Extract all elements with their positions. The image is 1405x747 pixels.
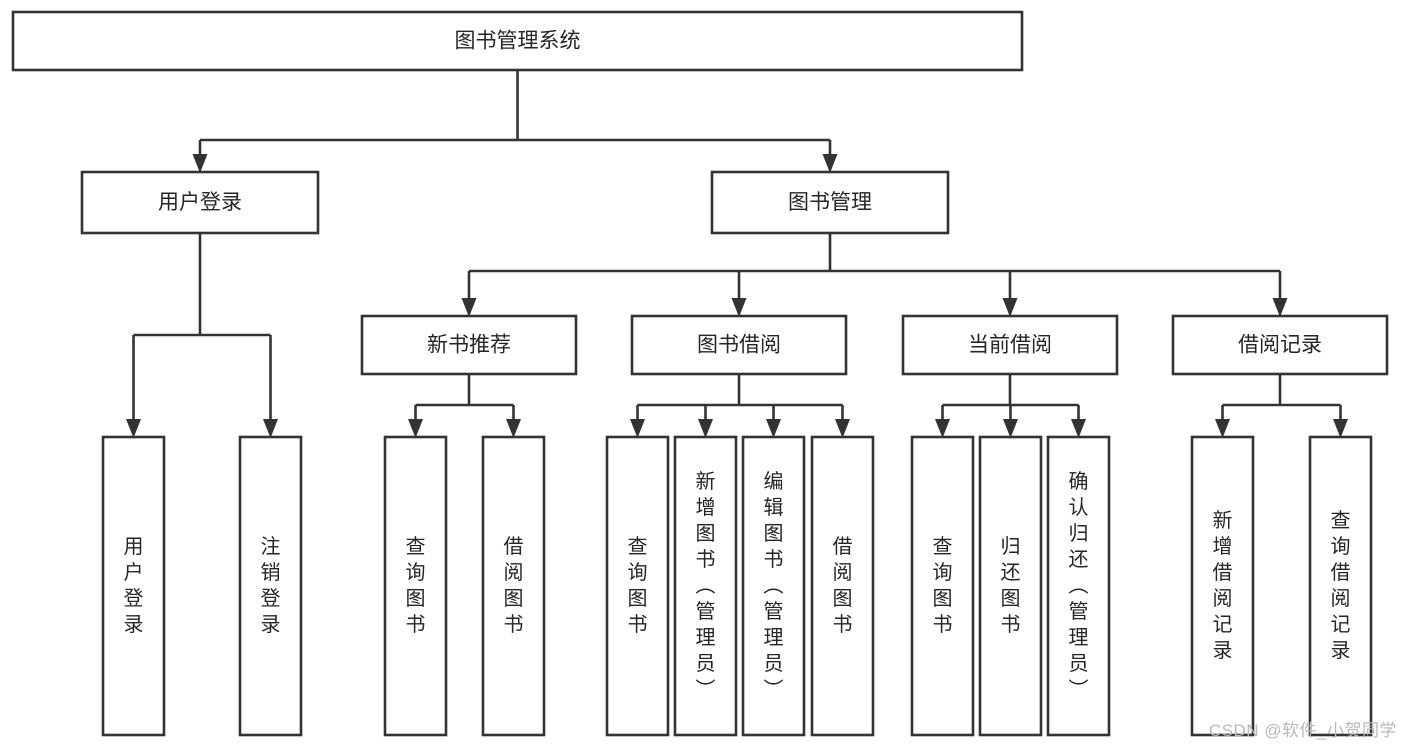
node-box-leaf-user-login[interactable]: [101, 435, 166, 737]
node-root[interactable]: 图书管理系统: [11, 10, 1024, 72]
node-current-borrow[interactable]: 当前借阅: [901, 314, 1119, 376]
node-leaf-add-record[interactable]: 新增借阅记录: [1190, 435, 1255, 737]
node-label-root: 图书管理系统: [455, 30, 581, 53]
edge-group-new-book-rec: [408, 374, 521, 438]
node-box-leaf-user-logout[interactable]: [238, 435, 303, 737]
edge-group-root: [192, 70, 838, 173]
node-label-new-book-rec: 新书推荐: [427, 334, 511, 357]
node-book-manage[interactable]: 图书管理: [710, 170, 950, 235]
node-label-leaf-query-book-1: 查询图书: [406, 535, 426, 636]
node-label-leaf-confirm-return: 确认归还︵管理员︶: [1069, 470, 1089, 701]
edge-group-book-manage: [461, 233, 1288, 317]
node-label-leaf-add-record: 新增借阅记录: [1213, 509, 1233, 662]
node-box-leaf-query-record[interactable]: [1308, 435, 1373, 737]
node-box-leaf-edit-book[interactable]: [741, 435, 806, 737]
node-label-leaf-borrow-book-1: 借阅图书: [504, 535, 524, 636]
node-leaf-return-book[interactable]: 归还图书: [978, 435, 1043, 737]
node-new-book-rec[interactable]: 新书推荐: [360, 314, 578, 376]
edge-group-book-borrow: [630, 374, 850, 438]
csdn-watermark: CSDN @软件_小贺同学: [1208, 721, 1397, 740]
node-box-leaf-query-book-2[interactable]: [605, 435, 670, 737]
node-label-leaf-query-record: 查询借阅记录: [1331, 509, 1351, 662]
node-leaf-query-record[interactable]: 查询借阅记录: [1308, 435, 1373, 737]
node-box-user-login[interactable]: [80, 170, 320, 235]
node-leaf-query-book-3[interactable]: 查询图书: [910, 435, 975, 737]
node-label-current-borrow: 当前借阅: [968, 334, 1052, 357]
node-box-current-borrow[interactable]: [901, 314, 1119, 376]
edges-layer: [126, 70, 1348, 438]
node-borrow-record[interactable]: 借阅记录: [1171, 314, 1389, 376]
node-box-borrow-record[interactable]: [1171, 314, 1389, 376]
node-box-root[interactable]: [11, 10, 1024, 72]
edge-group-user-login: [126, 233, 278, 438]
node-box-leaf-return-book[interactable]: [978, 435, 1043, 737]
node-box-new-book-rec[interactable]: [360, 314, 578, 376]
node-label-user-login: 用户登录: [158, 191, 242, 214]
node-box-leaf-borrow-book-1[interactable]: [481, 435, 546, 737]
node-leaf-borrow-book-1[interactable]: 借阅图书: [481, 435, 546, 737]
node-label-leaf-user-logout: 注销登录: [261, 535, 281, 636]
node-label-leaf-query-book-2: 查询图书: [628, 535, 648, 636]
node-leaf-confirm-return[interactable]: 确认归还︵管理员︶: [1046, 435, 1111, 737]
node-leaf-user-logout[interactable]: 注销登录: [238, 435, 303, 737]
node-label-leaf-user-login: 用户登录: [124, 536, 144, 636]
node-book-borrow[interactable]: 图书借阅: [630, 314, 848, 376]
node-label-leaf-borrow-book-2: 借阅图书: [833, 535, 853, 636]
node-box-leaf-confirm-return[interactable]: [1046, 435, 1111, 737]
node-box-book-manage[interactable]: [710, 170, 950, 235]
node-leaf-add-book[interactable]: 新增图书︵管理员︶: [673, 435, 738, 737]
node-leaf-borrow-book-2[interactable]: 借阅图书: [810, 435, 875, 737]
node-box-leaf-add-book[interactable]: [673, 435, 738, 737]
nodes-layer: 图书管理系统用户登录图书管理新书推荐图书借阅当前借阅借阅记录用户登录注销登录查询…: [11, 10, 1389, 737]
edge-group-borrow-record: [1215, 374, 1348, 438]
node-box-leaf-query-book-3[interactable]: [910, 435, 975, 737]
node-leaf-user-login[interactable]: 用户登录: [101, 435, 166, 737]
node-user-login[interactable]: 用户登录: [80, 170, 320, 235]
node-label-book-manage: 图书管理: [788, 191, 872, 214]
edge-group-current-borrow: [935, 374, 1086, 438]
node-box-book-borrow[interactable]: [630, 314, 848, 376]
node-box-leaf-add-record[interactable]: [1190, 435, 1255, 737]
node-label-book-borrow: 图书借阅: [697, 334, 781, 357]
node-box-leaf-borrow-book-2[interactable]: [810, 435, 875, 737]
node-label-borrow-record: 借阅记录: [1238, 334, 1322, 357]
node-label-leaf-query-book-3: 查询图书: [933, 535, 953, 636]
node-leaf-query-book-2[interactable]: 查询图书: [605, 435, 670, 737]
node-leaf-edit-book[interactable]: 编辑图书︵管理员︶: [741, 435, 806, 737]
node-label-leaf-add-book: 新增图书︵管理员︶: [696, 470, 716, 701]
node-label-leaf-return-book: 归还图书: [1001, 535, 1021, 636]
node-leaf-query-book-1[interactable]: 查询图书: [383, 435, 448, 737]
node-box-leaf-query-book-1[interactable]: [383, 435, 448, 737]
node-label-leaf-edit-book: 编辑图书︵管理员︶: [764, 470, 784, 701]
